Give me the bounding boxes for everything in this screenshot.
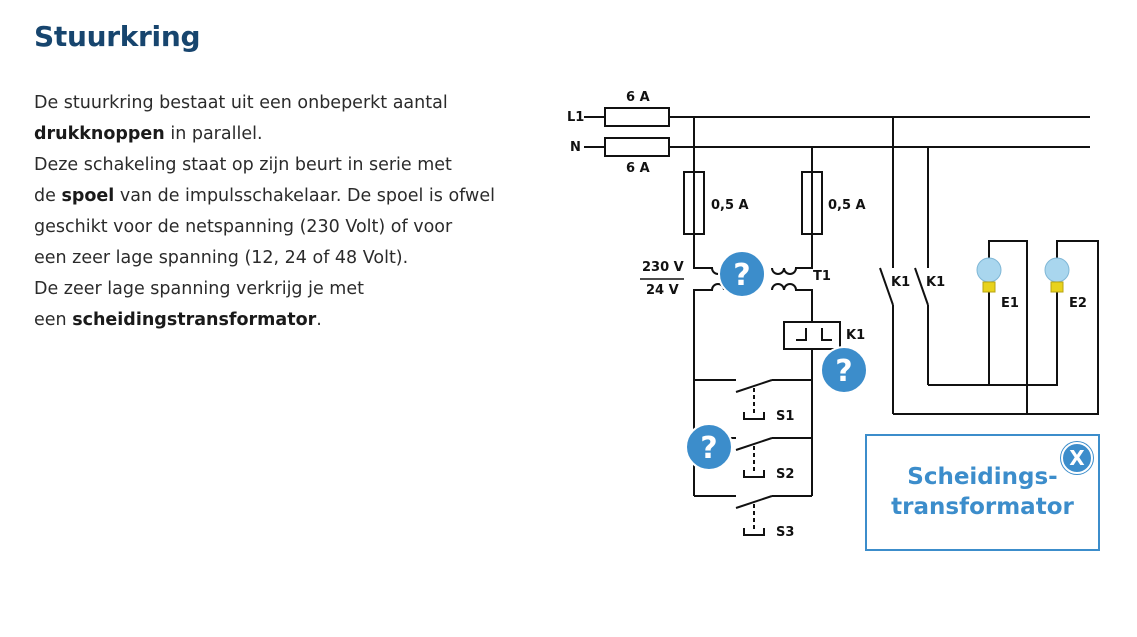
page-title: Stuurkring — [34, 20, 201, 53]
label-l1: L1 — [567, 110, 584, 125]
help-coil-icon: ? — [835, 354, 852, 389]
intro-segment: in parallel. — [164, 124, 263, 144]
label-t1: T1 — [813, 269, 831, 284]
label-n: N — [570, 140, 581, 155]
help-pushbuttons-icon: ? — [700, 431, 717, 466]
intro-segment: geschikt voor de netspanning (230 Volt) … — [34, 217, 453, 237]
lamp-e2-icon — [1044, 257, 1070, 293]
help-coil-button[interactable]: ? — [820, 346, 868, 394]
intro-bold-term: scheidingstransformator — [72, 310, 317, 330]
label-fuse-top: 6 A — [626, 90, 650, 105]
info-popup: X Scheidings- transformator — [865, 434, 1100, 551]
wire-lamp-return-n — [928, 290, 1058, 386]
label-contact-k1-a: K1 — [891, 275, 910, 290]
fuse-main-l1 — [604, 107, 670, 127]
intro-segment: van de impulsschakelaar. De spoel is ofw… — [114, 186, 495, 206]
intro-bold-term: drukknoppen — [34, 124, 165, 144]
label-fuse-left: 0,5 A — [711, 198, 749, 213]
contact-k1-b — [914, 267, 929, 306]
intro-segment: de — [34, 186, 62, 206]
switch-s2-contact — [735, 437, 773, 451]
label-s3: S3 — [776, 525, 794, 540]
intro-segment: . — [316, 310, 322, 330]
intro-text: De stuurkring bestaat uit een onbeperkt … — [34, 88, 534, 336]
popup-text-line1: Scheidings- — [907, 464, 1058, 490]
switch-s2-button — [743, 470, 765, 478]
intro-segment: De stuurkring bestaat uit een onbeperkt … — [34, 93, 448, 113]
popup-text: Scheidings- transformator — [867, 462, 1098, 522]
label-fuse-right: 0,5 A — [828, 198, 866, 213]
coil-symbol — [796, 328, 832, 341]
help-pushbuttons-button[interactable]: ? — [685, 423, 733, 471]
label-s2: S2 — [776, 467, 794, 482]
label-e1: E1 — [1001, 296, 1019, 311]
wire-lamp-feed-l1 — [893, 240, 1099, 415]
coil-k1 — [783, 321, 841, 350]
fuse-main-n — [604, 137, 670, 157]
lamp-e1-icon — [976, 257, 1002, 293]
help-transformer-icon: ? — [733, 258, 750, 293]
label-s1: S1 — [776, 409, 794, 424]
wire-lamp-e1-feed — [988, 240, 1028, 414]
intro-segment: een — [34, 310, 73, 330]
intro-bold-term: spoel — [61, 186, 115, 206]
close-popup-button[interactable]: X — [1061, 442, 1093, 474]
label-voltage-secondary: 24 V — [646, 283, 679, 298]
switch-s1-contact — [735, 379, 773, 393]
intro-segment: De zeer lage spanning verkrijg je met — [34, 279, 364, 299]
switch-s1-button — [743, 412, 765, 420]
switch-s3-button — [743, 528, 765, 536]
contact-k1-a — [879, 267, 894, 306]
intro-segment: een zeer lage spanning (12, 24 of 48 Vol… — [34, 248, 409, 268]
label-voltage-primary: 230 V — [642, 260, 684, 275]
help-transformer-button[interactable]: ? — [718, 250, 766, 298]
label-fuse-bottom: 6 A — [626, 161, 650, 176]
switch-s3-contact — [735, 495, 773, 509]
intro-segment: Deze schakeling staat op zijn beurt in s… — [34, 155, 452, 175]
popup-text-line2: transformator — [891, 494, 1074, 520]
label-e2: E2 — [1069, 296, 1087, 311]
label-contact-k1-b: K1 — [926, 275, 945, 290]
label-coil-k1: K1 — [846, 328, 865, 343]
